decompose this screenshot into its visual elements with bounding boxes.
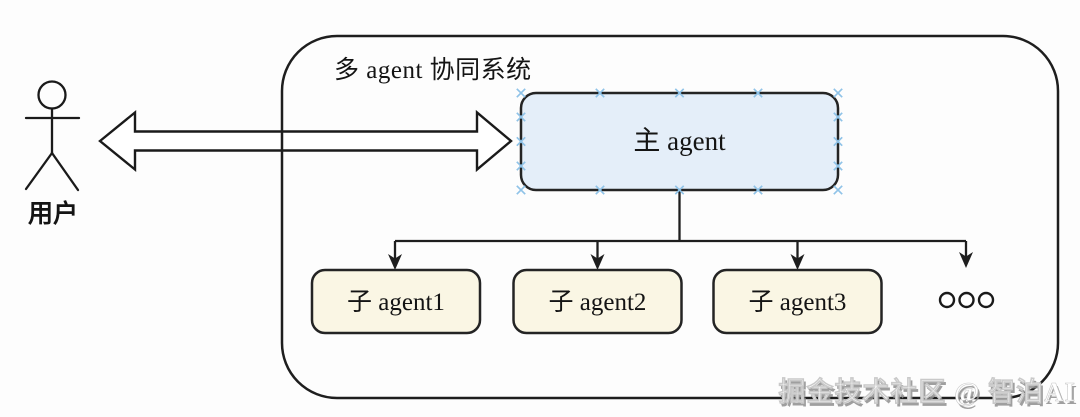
down-arrowhead-icon [959, 252, 973, 268]
sub-agent-node: 子 agent1 [310, 268, 482, 335]
bidirectional-arrow-icon [98, 109, 513, 173]
ellipsis-dot [938, 291, 956, 309]
selection-handle-icon [832, 184, 844, 196]
user-label: 用户 [28, 199, 78, 228]
main-agent-label: 主 agent [633, 126, 726, 156]
actor-head [37, 80, 67, 110]
selection-handle-icon [515, 184, 527, 196]
sub-agent-box [310, 268, 482, 335]
sub-agent-label: 子 agent3 [749, 289, 847, 316]
connector-tree [393, 190, 968, 259]
actor-leg [50, 151, 80, 192]
watermark-text: 掘金技术社区 @ 智泊AI [778, 376, 1076, 407]
user-actor: 用户 [24, 80, 81, 228]
system-title: 多 agent 协同系统 [334, 56, 532, 84]
stick-person-icon [24, 80, 81, 192]
more-agents-ellipsis-icon [938, 291, 995, 309]
selection-handle-icon [832, 87, 844, 99]
sub-agent-label: 子 agent1 [347, 289, 445, 316]
down-arrowhead-icon [790, 254, 805, 270]
sub-agent-label: 子 agent2 [549, 289, 647, 316]
sub-agent-node: 子 agent3 [712, 268, 883, 335]
sub-agent-node: 子 agent2 [512, 268, 683, 335]
selection-handle-icon [515, 87, 527, 99]
watermark-shadow: 掘金技术社区 @ 智泊AI [780, 379, 1078, 410]
ellipsis-dot [977, 291, 995, 309]
main-agent-node: 主 agent [515, 87, 844, 196]
sub-agent-box [512, 268, 683, 335]
down-arrowhead-icon [388, 254, 402, 270]
system-boundary [280, 34, 1060, 400]
down-arrowhead-icon [590, 254, 605, 270]
sub-agent-box [712, 268, 883, 335]
watermark: 掘金技术社区 @ 智泊AI 掘金技术社区 @ 智泊AI [778, 376, 1078, 410]
ellipsis-dot [958, 291, 975, 309]
arrowheads [388, 252, 973, 270]
actor-leg [24, 151, 54, 191]
